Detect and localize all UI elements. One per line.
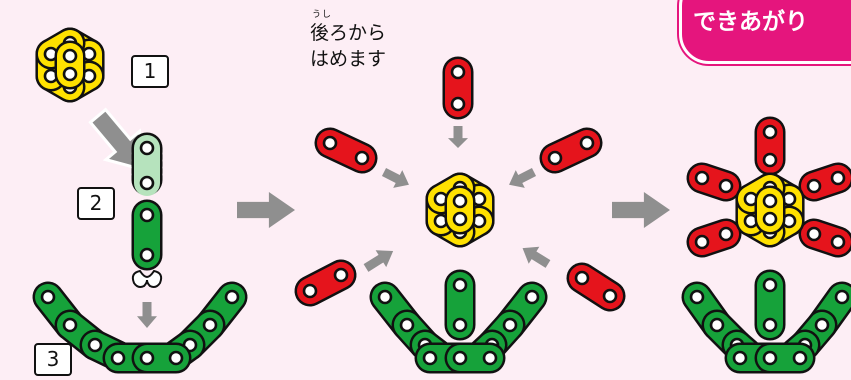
done-yellow-flower <box>735 172 805 248</box>
red-petal-left-bottom <box>686 218 742 258</box>
yellow-center-link <box>754 185 786 235</box>
step2-green-stem-link <box>444 269 476 341</box>
red-petal-left-top <box>686 162 742 202</box>
done-green-stem <box>754 269 786 341</box>
step2-yellow-flower <box>425 172 495 248</box>
red-petal-left-top <box>314 127 378 174</box>
arrow-right-icon <box>237 192 295 228</box>
foreground-parts <box>35 27 805 328</box>
red-petal-top <box>442 56 474 120</box>
completed-badge-text: できあがり <box>693 9 808 35</box>
done-green-base-link <box>754 342 816 374</box>
step1-green-base <box>102 342 192 374</box>
red-petal-left-bottom <box>294 259 357 307</box>
arrow-right-icon <box>381 167 409 188</box>
instruction-line-1: 後ろから <box>310 22 387 44</box>
step1-green-stem-link <box>131 199 163 271</box>
arrow-down-icon <box>137 302 157 328</box>
red-petal-right-bottom <box>798 218 851 258</box>
instruction-ruby: うし <box>312 10 333 20</box>
red-petal-right-bottom <box>566 262 626 312</box>
yellow-center-link <box>54 40 86 90</box>
step2-green-stem <box>444 269 476 341</box>
step1-green-base-link <box>131 342 192 374</box>
completed-badge <box>679 0 851 64</box>
step2-green-base <box>414 342 506 374</box>
arrow-down-icon <box>448 126 468 148</box>
arrow-right-icon <box>612 192 670 228</box>
step1-green-stem <box>131 199 163 271</box>
background-parts <box>32 116 851 374</box>
step-1-label: 1 <box>131 55 169 88</box>
red-petal-right-top <box>798 162 851 202</box>
red-petal-right-top <box>539 127 603 174</box>
release-clip-icon <box>131 269 163 288</box>
ghost-green-link <box>131 132 163 199</box>
step2-green-base-link <box>444 342 506 374</box>
done-green-stem-link <box>754 269 786 341</box>
red-petal-top <box>754 116 786 176</box>
step-3-label: 3 <box>34 343 72 376</box>
instruction-line-2: はめます <box>310 48 387 70</box>
done-green-base <box>724 342 816 374</box>
arrow-right-icon <box>522 246 551 268</box>
arrow-right-icon <box>509 167 537 188</box>
yellow-center-link <box>444 185 476 235</box>
arrow-down-icon <box>88 107 145 172</box>
arrow-right-icon <box>363 250 394 272</box>
step1-yellow-flower <box>35 27 105 103</box>
step-2-label: 2 <box>77 187 115 220</box>
instruction-text: 後ろから はめます <box>310 20 386 72</box>
